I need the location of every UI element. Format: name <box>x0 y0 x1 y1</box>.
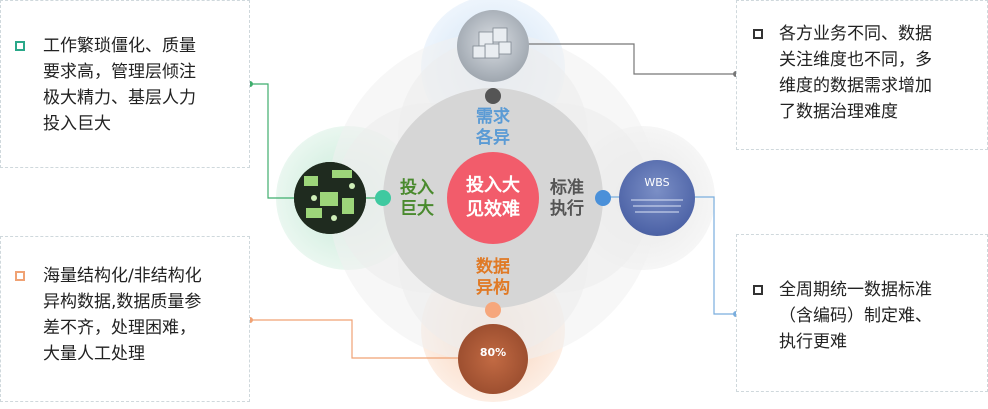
text-line: 差不齐，处理困难， <box>43 318 196 338</box>
wbs-image: WBS <box>619 160 695 236</box>
box-bottom-left: 海量结构化/非结构化 异构数据,数据质量参 差不齐，处理困难， 大量人工处理 <box>0 236 250 402</box>
connector-top-right <box>493 43 736 75</box>
center-circle <box>447 152 539 244</box>
text-line: 各方业务不同、数据 <box>779 24 932 44</box>
petal-label-bottom: 数据异构 <box>476 257 510 298</box>
petal-label-right: 标准执行 <box>550 178 584 219</box>
dot-right <box>595 190 611 206</box>
dot-bottom <box>485 302 501 318</box>
text-line: 工作繁琐僵化、质量 <box>43 36 196 56</box>
text-line: 关注维度也不同，多 <box>779 50 932 70</box>
box-top-right: 各方业务不同、数据 关注维度也不同，多 维度的数据需求增加 了数据治理难度 <box>736 0 988 150</box>
text-line: 要求高，管理层倾注 <box>43 62 196 82</box>
bullet-square-icon <box>15 41 25 51</box>
box-bottom-right: 全周期统一数据标准 （含编码）制定难、 执行更难 <box>736 234 988 392</box>
text-line: 了数据治理难度 <box>779 102 898 122</box>
text-line: 大量人工处理 <box>43 344 145 364</box>
bullet-square-icon <box>15 271 25 281</box>
connector-bottom-left <box>250 319 493 359</box>
text-line: 极大精力、基层人力 <box>43 88 196 108</box>
text-line: 投入巨大 <box>43 114 111 134</box>
text-line: 执行更难 <box>779 332 847 352</box>
wbs-label: WBS <box>644 176 670 189</box>
circuit-image <box>294 162 366 234</box>
petal-label-left: 投入巨大 <box>400 178 434 219</box>
bullet-square-icon <box>753 285 763 295</box>
text-line: （含编码）制定难、 <box>779 306 932 326</box>
text-line: 维度的数据需求增加 <box>779 76 932 96</box>
petal-label-top: 需求各异 <box>476 107 510 148</box>
text-line: 全周期统一数据标准 <box>779 280 932 300</box>
pie-image: 80% <box>458 324 528 394</box>
bullet-square-icon <box>753 29 763 39</box>
box-top-left: 工作繁琐僵化、质量 要求高，管理层倾注 极大精力、基层人力 投入巨大 <box>0 0 250 168</box>
dot-left <box>375 190 391 206</box>
center-label: 投入大见效难 <box>466 175 520 220</box>
text-line: 异构数据,数据质量参 <box>43 292 202 312</box>
dot-top <box>485 88 501 104</box>
cubes-image <box>457 10 529 82</box>
text-line: 海量结构化/非结构化 <box>43 266 202 286</box>
pie-label: 80% <box>479 346 507 359</box>
